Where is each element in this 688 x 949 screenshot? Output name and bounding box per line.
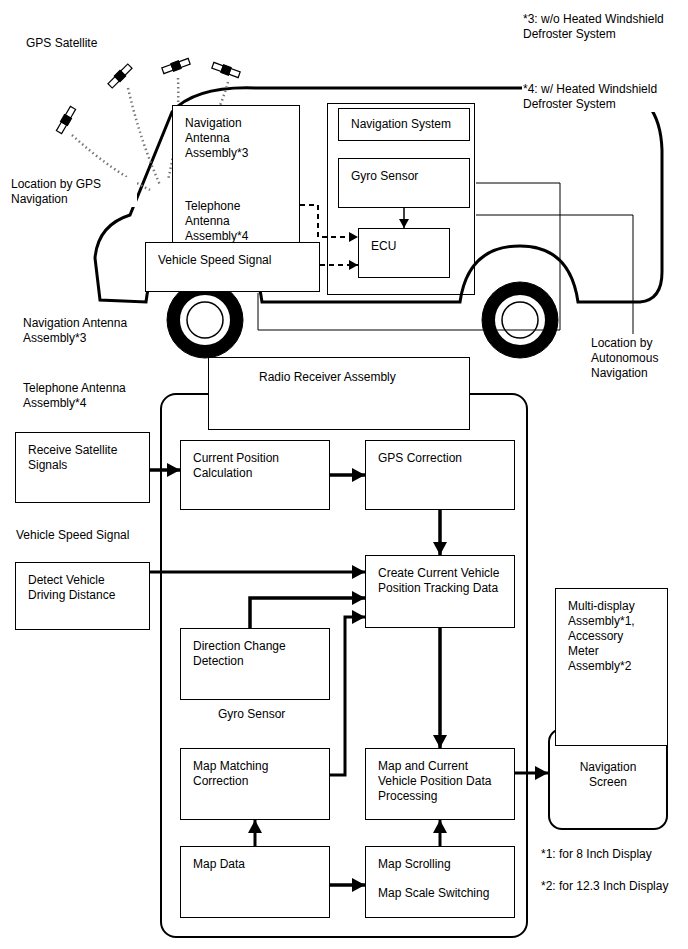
annotation-label: GPS Satellite [25,36,147,51]
flow-arrow [438,510,442,555]
annotation-label: *2: for 12.3 Inch Display [540,879,687,894]
flow-arrow [438,628,442,748]
node-text: Map Scrolling [378,857,502,872]
process-box: GPS Correction [365,440,515,510]
node-text: Receive Satellite Signals [28,443,137,473]
node-text: Multi-display Assembly*1, Accessory Mete… [568,599,655,674]
annotation-label: *4: w/ Heated Windshield Defroster Syste… [522,82,687,112]
flow-arrow [403,208,405,228]
node-text: Telephone Antenna Assembly*4 [185,199,287,244]
annotation-label: Gyro Sensor [217,707,319,722]
annotation-label: Location by Autonomous Navigation [590,336,685,381]
node-text: Navigation System [351,117,457,132]
process-box: Direction Change Detection [180,628,330,700]
display-box: Multi-display Assembly*1, Accessory Mete… [555,588,668,746]
ecu-box: ECU [358,228,450,278]
flow-arrow [330,883,365,887]
signal-box: Vehicle Speed Signal [145,242,320,292]
node-text: GPS Correction [378,451,502,466]
flow-arrow [320,264,358,266]
wheel [167,282,243,358]
receiver-housing: Radio Receiver AssemblyCurrent Position … [160,393,528,938]
input-box: Receive Satellite Signals [15,432,150,503]
node-text: Map and Current Vehicle Position Data Pr… [378,759,502,804]
car-body [95,88,662,302]
node-text: Vehicle Speed Signal [158,253,307,268]
annotation-label: *3: w/o Heated Windshield Defroster Syst… [522,12,687,42]
node-text: Navigation Screen [562,760,654,790]
node-text: Map Scale Switching [378,886,502,901]
node-text: Detect Vehicle Driving Distance [28,573,137,603]
sensor-box: Gyro Sensor [338,158,470,208]
node-text: Direction Change Detection [193,639,317,669]
flow-arrow [254,820,257,846]
header-box: Radio Receiver Assembly [208,357,470,430]
flow-arrow [439,820,442,846]
node-text: Map Data [193,857,317,872]
process-box: Create Current Vehicle Position Tracking… [365,555,515,628]
node-text: Gyro Sensor [351,169,457,184]
input-box: Detect Vehicle Driving Distance [15,562,150,630]
node-text: Current Position Calculation [193,451,317,481]
annotation-label: Navigation Antenna Assembly*3 [22,316,159,346]
node-text: Create Current Vehicle Position Tracking… [378,566,502,596]
flow-arrow [515,772,548,775]
node-text: ECU [371,239,437,254]
node-text: Radio Receiver Assembly [259,370,457,385]
process-box: Map ScrollingMap Scale Switching [365,846,515,918]
flow-arrow [300,205,358,237]
node-text: Map Matching Correction [193,759,317,789]
annotation-label: *1: for 8 Inch Display [540,847,687,862]
system-box: Navigation SystemGyro SensorECU [327,103,475,295]
node-text: Navigation Antenna Assembly*3 [185,116,287,161]
header-box: Navigation System [338,108,470,141]
annotation-label: Telephone Antenna Assembly*4 [22,381,159,411]
annotation-label: Location by GPS Navigation [10,177,137,207]
process-box: Current Position Calculation [180,440,330,510]
flow-arrow [150,468,180,472]
process-box: Map Data [180,846,330,918]
flow-arrow [330,617,365,775]
flow-arrow [330,473,365,477]
process-box: Map Matching Correction [180,748,330,820]
flow-arrow [150,571,365,574]
antenna-box: Navigation Antenna Assembly*3Telephone A… [172,105,300,249]
annotation-label: Vehicle Speed Signal [15,528,157,543]
process-box: Map and Current Vehicle Position Data Pr… [365,748,515,820]
flow-arrow [250,598,365,628]
wheel [482,282,558,358]
